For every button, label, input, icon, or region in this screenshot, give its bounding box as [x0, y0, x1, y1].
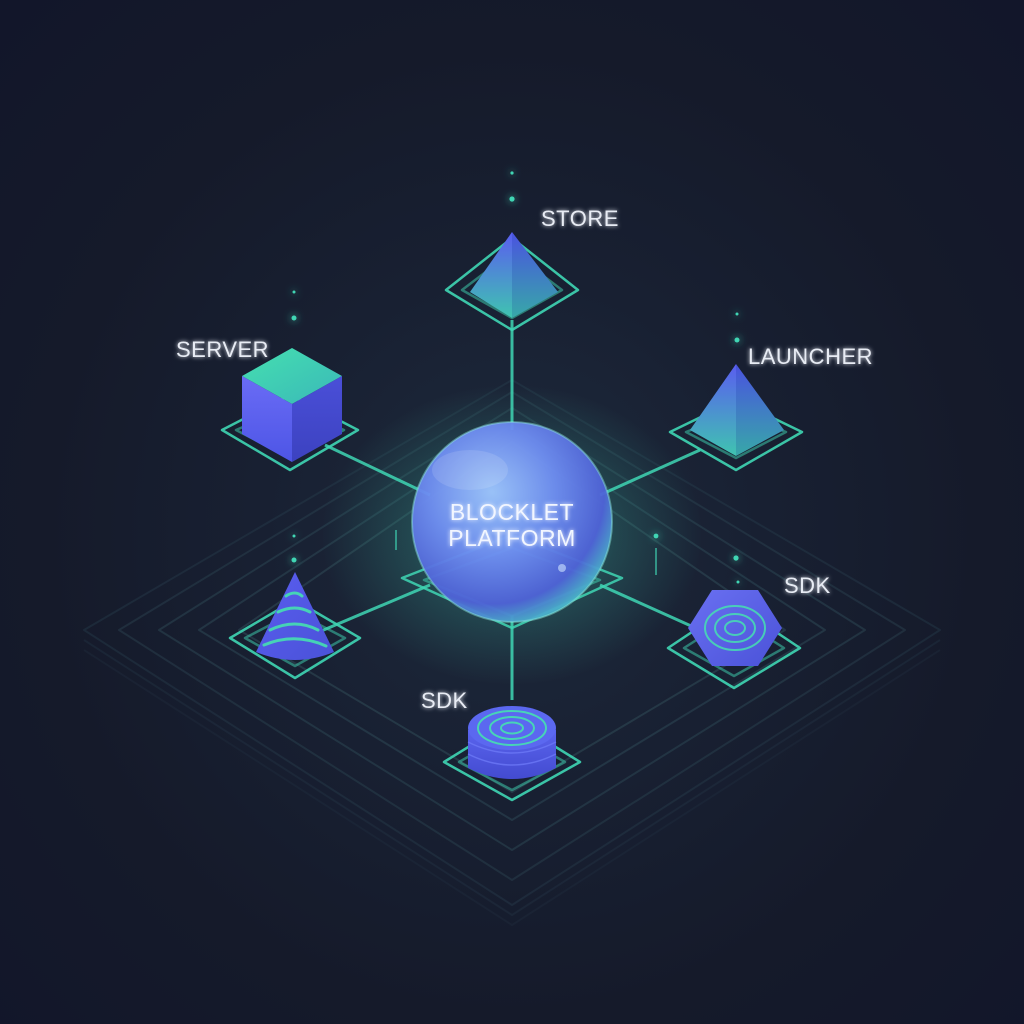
connector-server	[324, 443, 431, 497]
center-label-line2: PLATFORM	[448, 525, 576, 551]
store-label: STORE	[541, 206, 619, 231]
connector-sdk-right	[599, 583, 701, 632]
cone-node	[228, 572, 362, 680]
launcher-node: LAUNCHER	[668, 344, 873, 472]
pyramid-icon	[470, 232, 512, 318]
spiral-cone-icon	[256, 572, 334, 660]
server-label: SERVER	[176, 337, 269, 362]
sdk-right-label: SDK	[784, 573, 831, 598]
server-node: SERVER	[176, 337, 360, 472]
glow-dots	[291, 171, 740, 584]
sdk-bottom-node: SDK	[421, 688, 582, 802]
stacked-disks-icon	[467, 706, 557, 779]
pyramid-icon	[690, 364, 736, 456]
launcher-label: LAUNCHER	[748, 344, 873, 369]
sdk-bottom-label: SDK	[421, 688, 468, 713]
isometric-base-platform	[83, 379, 941, 926]
connector-launcher	[599, 448, 701, 497]
blocklet-platform-sphere: BLOCKLET PLATFORM	[411, 421, 613, 623]
store-node: STORE	[444, 206, 619, 332]
glow-ticks	[395, 530, 657, 575]
center-label-line1: BLOCKLET	[450, 499, 574, 525]
sdk-right-node: SDK	[666, 573, 831, 690]
hexagon-icon	[688, 590, 782, 666]
